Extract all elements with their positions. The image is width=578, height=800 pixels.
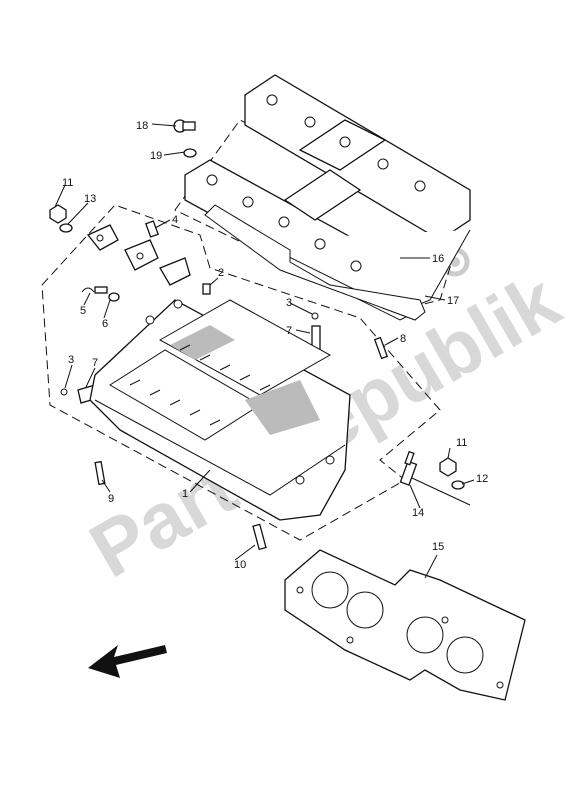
clip bbox=[81, 287, 95, 293]
callout-15: 15 bbox=[432, 541, 444, 553]
cover-washer bbox=[183, 148, 197, 158]
callout-3-left: 3 bbox=[68, 354, 74, 366]
cover-bolt bbox=[173, 119, 196, 133]
callout-19: 19 bbox=[150, 150, 162, 162]
callout-6: 6 bbox=[102, 318, 108, 330]
callout-16: 16 bbox=[432, 253, 444, 265]
assembly-boundary-head bbox=[41, 204, 441, 541]
camshaft-cap-c bbox=[159, 257, 191, 286]
callout-11-left: 11 bbox=[62, 177, 73, 189]
stud-9 bbox=[94, 460, 106, 486]
camshaft-cap-b bbox=[124, 239, 159, 271]
callout-11-right: 11 bbox=[456, 437, 467, 449]
callout-1: 1 bbox=[182, 488, 188, 500]
cylinder-head bbox=[89, 299, 351, 521]
leader-lines bbox=[54, 123, 475, 579]
assembly-boundary-cover bbox=[174, 119, 461, 311]
callout-7-left: 7 bbox=[92, 357, 98, 369]
small-washer bbox=[108, 292, 120, 302]
small-screw bbox=[94, 286, 108, 294]
cap-bolt bbox=[145, 220, 159, 238]
washer-left bbox=[59, 223, 73, 233]
callout-10: 10 bbox=[234, 559, 246, 571]
valve-cover bbox=[184, 74, 471, 321]
callout-4: 4 bbox=[172, 214, 178, 226]
callout-12: 12 bbox=[476, 473, 488, 485]
callout-17: 17 bbox=[447, 295, 459, 307]
washer-right bbox=[451, 480, 465, 490]
callout-14: 14 bbox=[412, 507, 424, 519]
stud-10 bbox=[252, 523, 267, 551]
callout-3-upper: 3 bbox=[286, 297, 292, 309]
callout-7-upper: 7 bbox=[286, 325, 292, 337]
cap-nut-right bbox=[439, 457, 457, 477]
callout-9: 9 bbox=[108, 493, 114, 505]
callout-8: 8 bbox=[400, 333, 406, 345]
dowel-pin-2 bbox=[202, 283, 211, 295]
camshaft-cap-a bbox=[86, 224, 119, 251]
callouts: 18 19 11 13 4 2 5 6 3 7 8 3 7 9 1 10 11 … bbox=[62, 120, 488, 571]
spark-plug bbox=[399, 450, 418, 486]
stud-8 bbox=[373, 336, 389, 360]
callout-13: 13 bbox=[84, 193, 96, 205]
valve-cover-gasket bbox=[204, 204, 426, 321]
cap-nut-left bbox=[49, 204, 67, 224]
callout-5: 5 bbox=[80, 305, 86, 317]
head-gasket bbox=[284, 549, 526, 701]
front-direction-arrow-icon bbox=[88, 645, 167, 678]
oring-3b bbox=[311, 312, 319, 320]
callout-2: 2 bbox=[218, 267, 224, 279]
callout-18: 18 bbox=[136, 120, 148, 132]
oring-3a bbox=[60, 388, 68, 396]
